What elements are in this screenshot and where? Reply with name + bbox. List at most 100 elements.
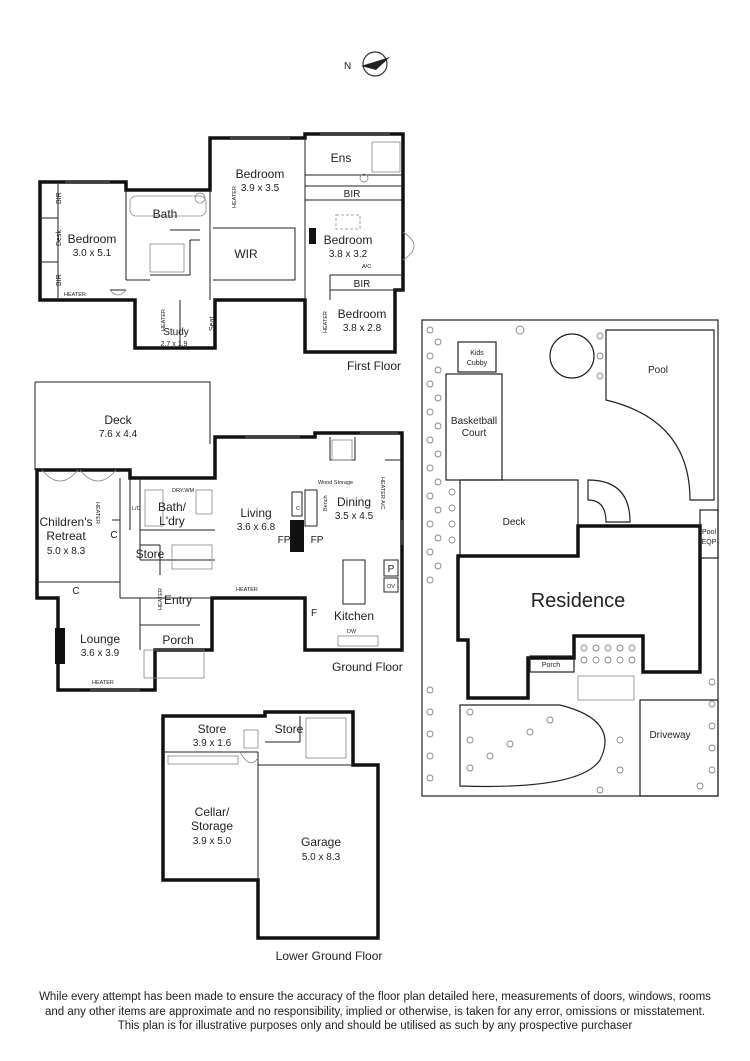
disclaimer-line-1: While every attempt has been made to ens… bbox=[39, 991, 711, 1003]
closet-label-living: C bbox=[296, 506, 300, 512]
dining-name: Dining bbox=[337, 495, 371, 509]
pantry-label: P bbox=[388, 564, 395, 575]
closet-label-hall: C bbox=[110, 530, 117, 541]
deck-ground-dim: 7.6 x 4.4 bbox=[99, 429, 138, 440]
garage-dim: 5.0 x 8.3 bbox=[302, 852, 341, 863]
driveway-area bbox=[639, 699, 719, 797]
round-garden-feature bbox=[549, 333, 595, 379]
bir-label-ens: BIR bbox=[344, 189, 361, 200]
bedroom-main-name: Bedroom bbox=[236, 167, 285, 181]
dining-dim: 3.5 x 4.5 bbox=[335, 511, 374, 522]
stairs-store bbox=[171, 544, 213, 570]
door-swing-first bbox=[402, 231, 415, 261]
wir-name: WIR bbox=[234, 247, 258, 261]
bifold-doors bbox=[41, 469, 117, 482]
garage-name: Garage bbox=[301, 835, 341, 849]
heater-small-bedroom: HEATER bbox=[323, 311, 329, 333]
bath-ldry-name: Bath/ bbox=[158, 500, 187, 514]
heater-ac-label: HEATER A/C bbox=[379, 477, 385, 509]
lounge-name: Lounge bbox=[80, 632, 120, 646]
compass-rose: N bbox=[344, 51, 390, 77]
porch-site-name: Porch bbox=[542, 662, 560, 669]
lc-label: L/C bbox=[132, 506, 141, 512]
store-lower-dim: 3.9 x 1.6 bbox=[193, 738, 232, 749]
basketball-court-name: Basketball bbox=[451, 416, 497, 427]
cellar-dim: 3.9 x 5.0 bbox=[193, 836, 232, 847]
heater-study: HEATER bbox=[161, 309, 167, 331]
deck-outline bbox=[34, 381, 211, 470]
oven-label: OV bbox=[387, 584, 395, 590]
kids-cubby-name: Kids bbox=[470, 350, 484, 357]
bir-label-small: BIR bbox=[354, 279, 371, 290]
ground-floor-windows bbox=[90, 432, 403, 691]
compass-north-label: N bbox=[344, 61, 351, 72]
bedroom-small-dim: 3.8 x 2.8 bbox=[343, 323, 382, 334]
study-name: Study bbox=[163, 327, 189, 338]
stairs-dining bbox=[331, 439, 353, 461]
pool-eqp-name: Pool bbox=[702, 529, 716, 536]
cellar-shelf bbox=[167, 755, 239, 765]
pool-name: Pool bbox=[648, 365, 668, 376]
stairs-first bbox=[149, 243, 185, 273]
heater-main-bedroom: HEATER bbox=[232, 186, 238, 208]
front-stairs bbox=[577, 675, 635, 701]
disclaimer-text: While every attempt has been made to ens… bbox=[20, 990, 730, 1034]
first-floor-plan: BIR Desk BIR Bedroom 3.0 x 5.1 HEATER Ba… bbox=[38, 132, 415, 373]
residence-name: Residence bbox=[531, 590, 626, 612]
closet-label-retreat: C bbox=[72, 586, 79, 597]
heater-entry: HEATER bbox=[158, 588, 164, 610]
garden-path bbox=[459, 704, 606, 788]
curved-steps bbox=[587, 479, 631, 523]
fp-label-dining: FP bbox=[311, 535, 324, 546]
lower-ground-outer-wall bbox=[161, 710, 380, 940]
bedroom-left-dim: 3.0 x 5.1 bbox=[73, 248, 112, 259]
porch-ground-name: Porch bbox=[162, 633, 193, 647]
ens-name: Ens bbox=[331, 151, 352, 165]
study-dim: 2.7 x 1.9 bbox=[161, 341, 188, 348]
disclaimer-line-3: This plan is for illustrative purposes o… bbox=[117, 1020, 633, 1032]
kitchen-sink bbox=[337, 635, 379, 647]
pool-shape bbox=[605, 329, 715, 501]
pool-eqp-name2: EQP bbox=[702, 539, 717, 546]
stairs-porch bbox=[143, 649, 205, 679]
basketball-court-rect bbox=[445, 373, 503, 481]
driveway-name: Driveway bbox=[649, 730, 690, 741]
bathtub bbox=[129, 195, 207, 217]
dry-wm-label: DRY.WM bbox=[172, 488, 195, 494]
door-swing-cellar bbox=[239, 751, 259, 764]
shower-ens bbox=[371, 141, 401, 173]
porch-site-rect bbox=[529, 655, 575, 673]
childrens-retreat-name: Children's bbox=[40, 515, 93, 529]
heater-lounge: HEATER bbox=[92, 680, 114, 686]
heater-bedroom-left: HEATER bbox=[64, 292, 86, 298]
living-name: Living bbox=[240, 506, 271, 520]
ground-floor-title: Ground Floor bbox=[332, 660, 403, 674]
residence-outline bbox=[456, 524, 702, 700]
toilet-bath bbox=[194, 192, 206, 204]
desk-label: Desk bbox=[56, 230, 63, 246]
cellar-name: Cellar/ bbox=[195, 805, 230, 819]
lower-ground-floor-title: Lower Ground Floor bbox=[276, 949, 383, 963]
wood-storage-label: Wood Storage bbox=[318, 480, 353, 486]
kids-cubby-rect bbox=[457, 341, 497, 373]
basketball-court-name2: Court bbox=[462, 428, 487, 439]
first-floor-title: First Floor bbox=[347, 359, 401, 373]
kitchen-name: Kitchen bbox=[334, 609, 374, 623]
kids-cubby-name2: Cubby bbox=[467, 360, 488, 367]
lower-ground-interior-walls bbox=[163, 716, 353, 880]
site-shrubs bbox=[426, 325, 716, 794]
fireplace-first bbox=[309, 228, 316, 244]
shower-ground bbox=[195, 489, 213, 515]
bench-box bbox=[304, 489, 318, 527]
entry-name: Entry bbox=[164, 593, 192, 607]
pantry-box bbox=[383, 559, 399, 577]
stairs-lower bbox=[305, 717, 347, 759]
bedroom-right-dim: 3.8 x 3.2 bbox=[329, 249, 368, 260]
heater-retreat: HEATER bbox=[94, 502, 100, 524]
bir-label-top: BIR bbox=[56, 192, 63, 204]
ac-label-first: A/C bbox=[362, 264, 371, 270]
kitchen-island bbox=[342, 559, 366, 605]
fp-label-living: FP bbox=[278, 535, 291, 546]
oven-box bbox=[383, 577, 399, 593]
deck-site-name: Deck bbox=[503, 517, 527, 528]
